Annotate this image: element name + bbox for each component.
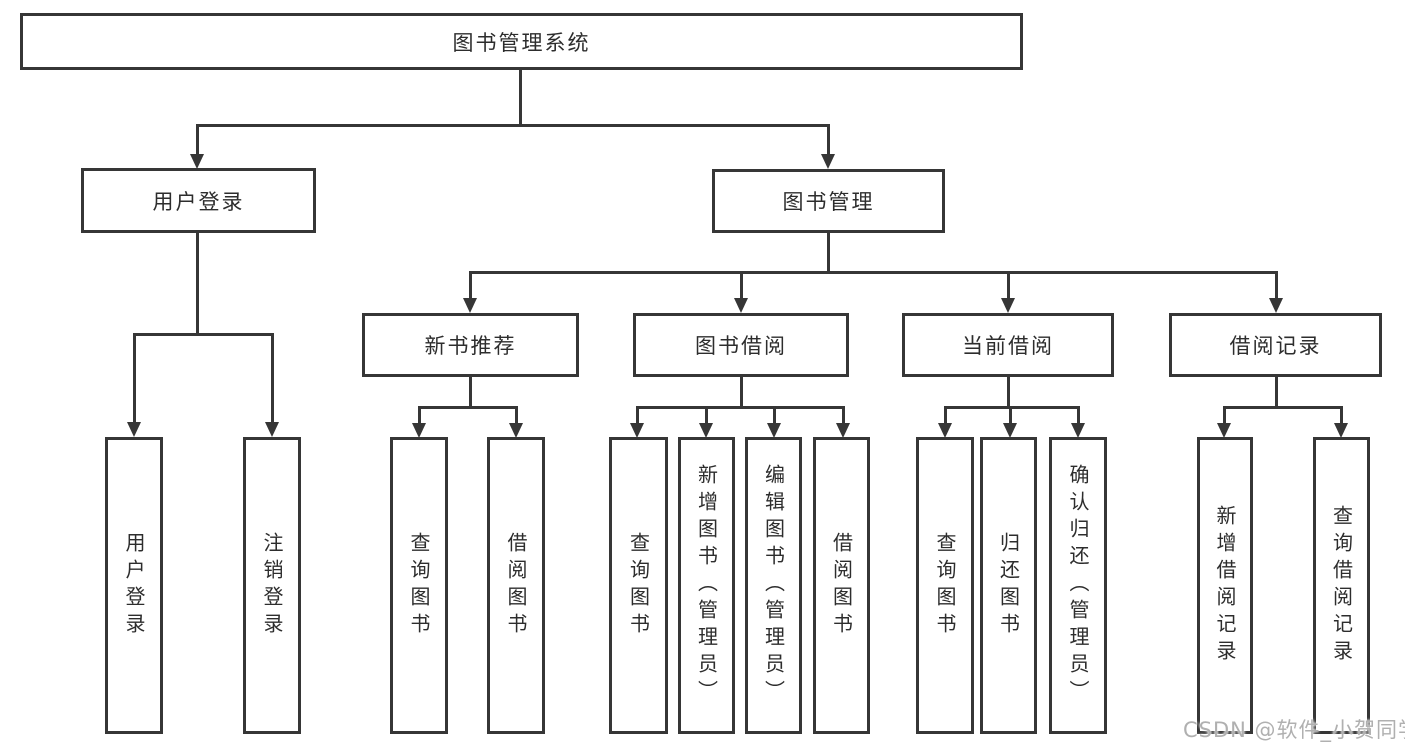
- arrowhead: [1071, 423, 1085, 438]
- connector-line: [1275, 271, 1278, 299]
- arrowhead: [463, 298, 477, 313]
- node-current-borrowing: 当前借阅: [902, 313, 1114, 377]
- node-label: 查询图书: [407, 531, 431, 640]
- arrowhead: [1217, 423, 1231, 438]
- arrowhead: [265, 422, 279, 437]
- connector-line: [1340, 406, 1343, 424]
- node-label: 图书管理系统: [452, 30, 591, 55]
- arrowhead: [630, 423, 644, 438]
- connector-line: [944, 406, 947, 424]
- leaf-borrow-books-1: 借阅图书: [487, 437, 545, 734]
- connector-line: [827, 124, 830, 156]
- node-root-library-system: 图书管理系统: [20, 13, 1023, 70]
- node-label: 编辑图书（管理员）: [761, 464, 786, 707]
- arrowhead: [1334, 423, 1348, 438]
- arrowhead: [821, 154, 835, 169]
- connector-line: [1275, 377, 1278, 409]
- node-user-login: 用户登录: [81, 168, 316, 233]
- node-label: 归还图书: [996, 531, 1021, 640]
- leaf-confirm-return-admin: 确认归还（管理员）: [1049, 437, 1107, 734]
- node-label: 新增借阅记录: [1213, 504, 1237, 667]
- connector-line: [773, 406, 776, 424]
- leaf-user-login: 用户登录: [105, 437, 163, 734]
- connector-line: [636, 406, 639, 424]
- leaf-query-books-1: 查询图书: [390, 437, 448, 734]
- arrowhead: [127, 422, 141, 437]
- leaf-edit-books-admin: 编辑图书（管理员）: [745, 437, 802, 734]
- connector-line: [827, 233, 830, 274]
- node-label: 借阅图书: [504, 531, 528, 640]
- connector-line: [636, 406, 845, 409]
- node-book-management: 图书管理: [712, 169, 945, 233]
- node-book-borrowing: 图书借阅: [633, 313, 849, 377]
- arrowhead: [938, 423, 952, 438]
- leaf-borrow-books-2: 借阅图书: [813, 437, 870, 734]
- connector-line: [519, 70, 522, 126]
- connector-line: [469, 271, 472, 299]
- leaf-query-borrow-record: 查询借阅记录: [1313, 437, 1370, 734]
- leaf-logout: 注销登录: [243, 437, 301, 734]
- node-label: 当前借阅: [962, 334, 1054, 358]
- connector-line: [740, 377, 743, 409]
- connector-line: [1223, 406, 1226, 424]
- connector-line: [418, 406, 421, 424]
- node-label: 新书推荐: [424, 334, 517, 358]
- node-label: 用户登录: [152, 189, 245, 214]
- connector-line: [515, 406, 518, 424]
- connector-line: [705, 406, 708, 424]
- connector-line: [196, 124, 830, 127]
- connector-line: [1007, 271, 1010, 299]
- node-label: 注销登录: [260, 531, 284, 640]
- connector-line: [1007, 377, 1010, 409]
- arrowhead: [412, 423, 426, 438]
- arrowhead: [1269, 298, 1283, 313]
- leaf-query-books-2: 查询图书: [609, 437, 668, 734]
- connector-line: [740, 271, 743, 299]
- leaf-return-books: 归还图书: [980, 437, 1037, 734]
- connector-line: [944, 406, 1080, 409]
- connector-line: [196, 124, 199, 156]
- connector-line: [133, 333, 136, 423]
- arrowhead: [836, 423, 850, 438]
- node-label: 图书借阅: [695, 334, 787, 358]
- arrowhead: [509, 423, 523, 438]
- node-borrowing-records: 借阅记录: [1169, 313, 1382, 377]
- connector-line: [469, 271, 1277, 274]
- connector-line: [271, 333, 274, 423]
- leaf-add-books-admin: 新增图书（管理员）: [678, 437, 735, 734]
- arrowhead: [699, 423, 713, 438]
- node-label: 借阅图书: [829, 531, 854, 640]
- node-label: 确认归还（管理员）: [1066, 464, 1090, 707]
- connector-line: [418, 406, 518, 409]
- node-label: 查询图书: [933, 531, 957, 640]
- arrowhead: [190, 154, 204, 169]
- csdn-watermark: CSDN @软件_小贺同学: [1183, 718, 1405, 742]
- arrowhead: [734, 298, 748, 313]
- node-label: 图书管理: [782, 190, 875, 214]
- node-label: 查询借阅记录: [1329, 504, 1354, 667]
- node-label: 查询图书: [626, 531, 651, 640]
- node-label: 借阅记录: [1229, 334, 1322, 358]
- connector-line: [1223, 406, 1343, 409]
- node-label: 用户登录: [122, 531, 146, 640]
- connector-line: [196, 233, 199, 336]
- node-new-book-recommendation: 新书推荐: [362, 313, 579, 377]
- connector-line: [469, 377, 472, 409]
- arrowhead: [1001, 298, 1015, 313]
- connector-line: [1009, 406, 1012, 424]
- arrowhead: [767, 423, 781, 438]
- connector-line: [1077, 406, 1080, 424]
- node-label: 新增图书（管理员）: [694, 464, 719, 707]
- connector-line: [133, 333, 274, 336]
- connector-line: [842, 406, 845, 424]
- leaf-add-borrow-record: 新增借阅记录: [1197, 437, 1253, 734]
- leaf-query-books-3: 查询图书: [916, 437, 974, 734]
- arrowhead: [1003, 423, 1017, 438]
